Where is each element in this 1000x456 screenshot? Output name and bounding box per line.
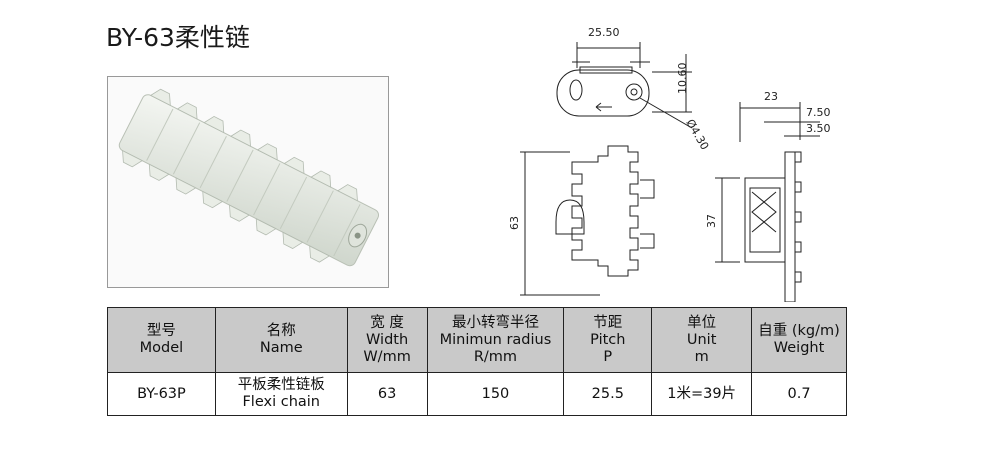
dim-pitch-width: 25.50 (588, 26, 620, 39)
chain-photo-illustration (118, 88, 380, 267)
product-photo (107, 76, 389, 288)
dim-width-63: 63 (508, 216, 521, 230)
cell-name: 平板柔性链板 Flexi chain (214, 372, 348, 416)
cell-width: 63 (346, 372, 428, 416)
cell-unit: 1米=39片 (651, 372, 753, 416)
spec-table: 型号 Model 名称 Name 宽 度 Width W/mm 最小转弯半径 M… (107, 307, 847, 416)
table-row: BY-63P 平板柔性链板 Flexi chain 63 150 25.5 1米… (107, 372, 847, 416)
dim-side-3: 3.50 (806, 122, 831, 135)
page-title: BY-63柔性链 (106, 23, 250, 52)
dim-hole-diameter: Ø4.30 (683, 117, 711, 152)
header-radius: 最小转弯半径 Minimun radius R/mm (426, 307, 565, 373)
cell-radius: 150 (426, 372, 565, 416)
table-header-row: 型号 Model 名称 Name 宽 度 Width W/mm 最小转弯半径 M… (107, 307, 847, 373)
header-model: 型号 Model (107, 307, 216, 373)
header-unit: 单位 Unit m (651, 307, 753, 373)
header-name: 名称 Name (214, 307, 348, 373)
header-pitch: 节距 Pitch P (563, 307, 653, 373)
cell-weight: 0.7 (751, 372, 847, 416)
dim-side-37: 37 (705, 214, 718, 228)
header-weight: 自重 (kg/m) Weight (751, 307, 847, 373)
cell-pitch: 25.5 (563, 372, 653, 416)
dim-side-23: 23 (764, 90, 778, 103)
technical-drawing: 25.50 10.60 Ø4.30 63 23 7.50 3.50 37 (508, 26, 831, 302)
header-width: 宽 度 Width W/mm (346, 307, 428, 373)
dim-height: 10.60 (676, 63, 689, 95)
dim-side-7: 7.50 (806, 106, 831, 119)
cell-model: BY-63P (107, 372, 216, 416)
